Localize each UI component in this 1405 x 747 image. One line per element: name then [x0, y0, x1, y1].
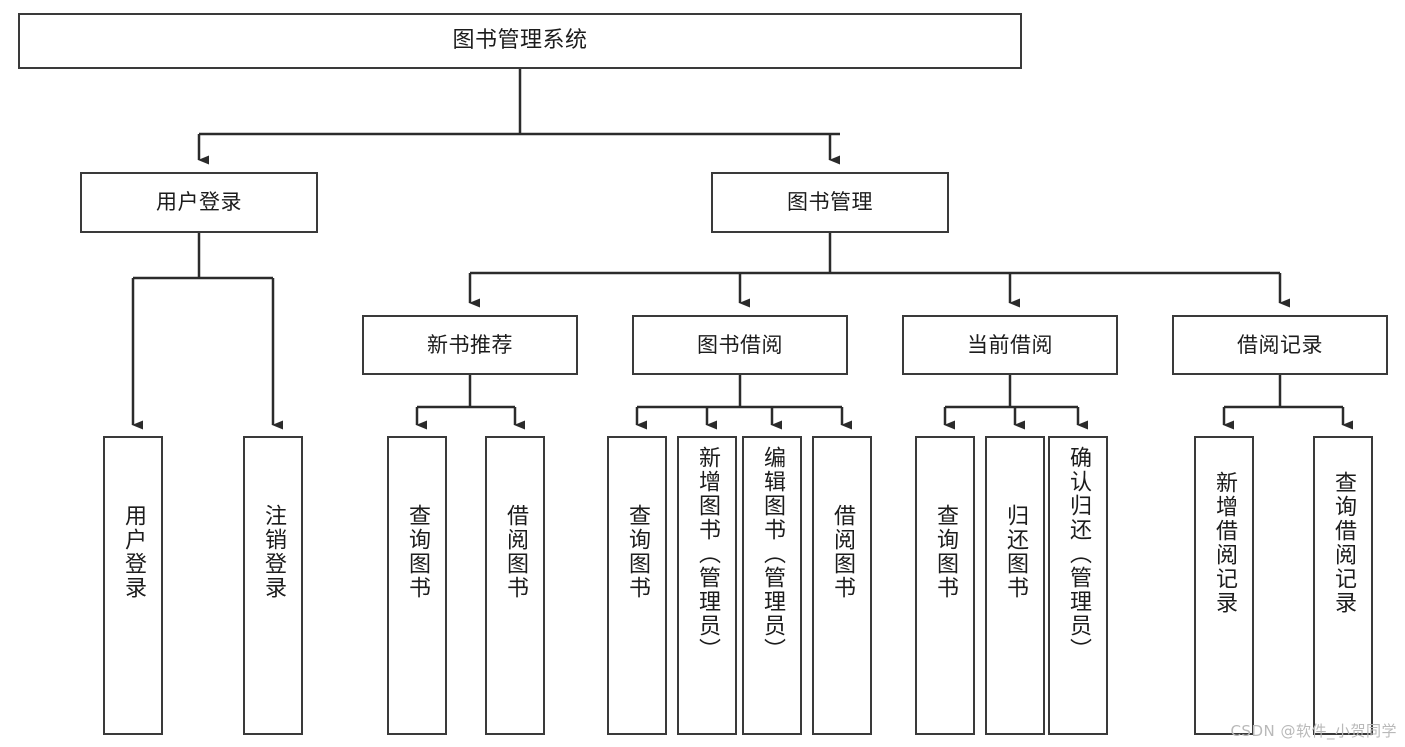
leaf-edit-book-admin[interactable]: 编辑图书（管理员） — [742, 436, 802, 735]
node-label: 新书推荐 — [427, 332, 513, 357]
leaf-query-book-recommend[interactable]: 查询图书 — [387, 436, 447, 735]
node-book-borrow[interactable]: 图书借阅 — [632, 315, 848, 375]
node-label: 查询图书 — [625, 504, 650, 600]
leaf-confirm-return-admin[interactable]: 确认归还（管理员） — [1048, 436, 1108, 735]
leaf-query-book-borrow[interactable]: 查询图书 — [607, 436, 667, 735]
node-label: 确认归还（管理员） — [1066, 446, 1091, 662]
node-label: 查询图书 — [405, 504, 430, 600]
node-borrow-record[interactable]: 借阅记录 — [1172, 315, 1388, 375]
node-label: 新增借阅记录 — [1212, 471, 1237, 615]
node-label: 查询图书 — [933, 504, 958, 600]
node-root-system[interactable]: 图书管理系统 — [18, 13, 1022, 69]
leaf-user-login[interactable]: 用户登录 — [103, 436, 163, 735]
leaf-borrow-book-borrow[interactable]: 借阅图书 — [812, 436, 872, 735]
node-label: 用户登录 — [121, 504, 146, 600]
node-label: 新增图书（管理员） — [695, 446, 720, 662]
node-book-manage[interactable]: 图书管理 — [711, 172, 949, 233]
node-label: 图书管理系统 — [452, 28, 588, 54]
node-label: 查询借阅记录 — [1331, 471, 1356, 615]
node-label: 借阅图书 — [503, 504, 528, 600]
node-user-login[interactable]: 用户登录 — [80, 172, 318, 233]
leaf-return-book[interactable]: 归还图书 — [985, 436, 1045, 735]
node-label: 借阅记录 — [1237, 332, 1323, 357]
node-label: 注销登录 — [261, 504, 286, 600]
node-current-borrow[interactable]: 当前借阅 — [902, 315, 1118, 375]
leaf-query-book-current[interactable]: 查询图书 — [915, 436, 975, 735]
node-label: 借阅图书 — [830, 504, 855, 600]
node-label: 归还图书 — [1003, 504, 1028, 600]
node-label: 图书管理 — [787, 190, 873, 215]
csdn-watermark: CSDN @软件_小贺同学 — [1230, 722, 1397, 740]
node-label: 编辑图书（管理员） — [760, 446, 785, 662]
node-label: 用户登录 — [156, 190, 242, 215]
leaf-borrow-book-recommend[interactable]: 借阅图书 — [485, 436, 545, 735]
node-label: 图书借阅 — [697, 332, 783, 357]
leaf-add-borrow-record[interactable]: 新增借阅记录 — [1194, 436, 1254, 735]
leaf-add-book-admin[interactable]: 新增图书（管理员） — [677, 436, 737, 735]
node-new-book-recommend[interactable]: 新书推荐 — [362, 315, 578, 375]
node-label: 当前借阅 — [967, 332, 1053, 357]
leaf-query-borrow-record[interactable]: 查询借阅记录 — [1313, 436, 1373, 735]
leaf-logout[interactable]: 注销登录 — [243, 436, 303, 735]
